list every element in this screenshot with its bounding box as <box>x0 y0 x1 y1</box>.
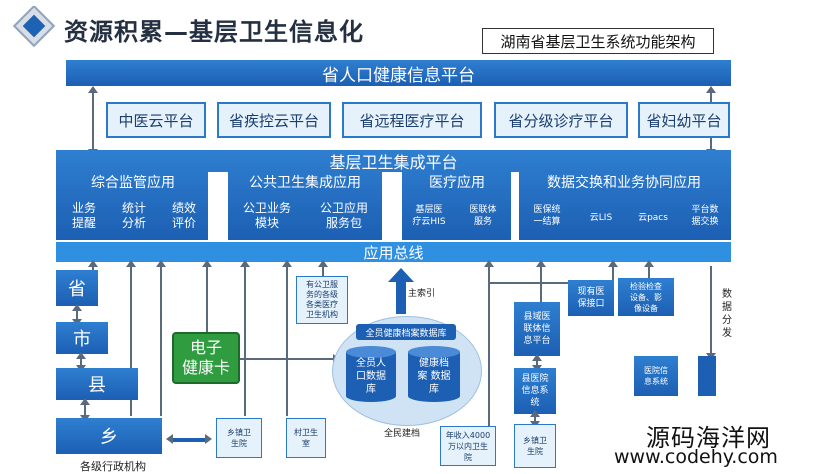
app-group-public-health: 公共卫生集成应用 <box>249 175 361 191</box>
admin-level-township: 乡 <box>56 418 162 454</box>
arrow <box>536 260 546 302</box>
arrow <box>484 260 494 426</box>
app-item-cloud-lis: 云LIS <box>589 212 613 223</box>
arrow <box>72 304 82 326</box>
arrow <box>532 354 542 372</box>
db-right-label: 健康档 案 数据 库 <box>417 357 451 395</box>
arrow <box>240 354 340 364</box>
income-hospital: 年收入4000 万以内卫生 院 <box>440 426 496 466</box>
e-health-card: 电子 健康卡 <box>172 332 240 384</box>
page-title: 资源积累—基层卫生信息化 <box>64 18 364 46</box>
app-item-insurance: 医保统 一结算 <box>533 205 561 227</box>
app-item-cloud-pacs: 云pacs <box>638 212 668 223</box>
cloud-platform-cdc: 省疾控云平台 <box>217 102 331 138</box>
hospital-info-system: 医院信 息系统 <box>634 356 678 396</box>
village-clinic: 村卫生 室 <box>286 418 326 458</box>
arrow <box>318 260 328 276</box>
public-health-institutions: 有公卫服 务的各级 各类医疗 卫生机构 <box>296 276 348 324</box>
arrow <box>240 260 250 416</box>
arrow <box>126 260 136 416</box>
insurance-port: 现有医 保接口 <box>568 280 614 316</box>
county-alliance-platform: 县域医 联体信 息平台 <box>514 302 560 356</box>
arrow <box>76 352 86 372</box>
arrow <box>156 260 166 416</box>
county-hospital-system: 县医院 信息系 统 <box>514 368 556 414</box>
arrow <box>608 260 618 278</box>
data-distribution-label: 数 据 分 发 <box>722 289 732 339</box>
separator <box>382 172 402 240</box>
admin-level-city: 市 <box>56 322 108 354</box>
admin-level-province: 省 <box>56 270 98 306</box>
app-item-ph-package: 公卫应用 服务包 <box>319 201 368 230</box>
lab-imaging-devices: 检验检查 设备、影 像设备 <box>618 278 674 316</box>
provincial-platform: 省人口健康信息平台 <box>66 60 731 86</box>
app-item-ph-module: 公卫业务 模块 <box>242 201 291 230</box>
archive-db-title: 全员健康档案数据库 <box>356 324 456 340</box>
connector <box>612 278 614 280</box>
cloud-platform-tiered: 省分级诊疗平台 <box>494 102 628 138</box>
separator <box>511 172 519 240</box>
arrow <box>80 398 90 422</box>
arrow <box>706 266 716 360</box>
app-item-data-exchange: 平台数 据交换 <box>691 205 719 227</box>
connector <box>488 282 568 284</box>
arrow <box>88 86 98 156</box>
right-edge-block <box>698 356 716 396</box>
app-group-data-exchange: 数据交换和业务协同应用 <box>547 175 701 191</box>
integration-platform-label: 基层卫生集成平台 <box>329 153 458 172</box>
arrow <box>282 260 292 416</box>
subtitle-box: 湖南省基层卫生系统功能架构 <box>482 28 714 54</box>
separator <box>208 172 228 240</box>
db-cylinder-left <box>346 346 396 402</box>
app-item-cloud-his: 基层医 疗云HIS <box>412 205 446 227</box>
watermark-url: www.codehy.com <box>614 446 778 468</box>
logo-icon <box>8 4 60 50</box>
watermark-cn: 源码海洋网 <box>646 424 771 452</box>
app-group-medical: 医疗应用 <box>429 175 485 191</box>
arrow <box>644 260 654 278</box>
township-hospital-1: 乡镇卫 生院 <box>216 418 262 458</box>
township-hospital-2: 乡镇卫 生院 <box>514 424 556 468</box>
arrow <box>530 410 540 428</box>
app-item-statistics: 统计 分析 <box>121 201 146 230</box>
application-bus: 应用总线 <box>56 242 731 262</box>
index-label: 主索引 <box>408 289 436 299</box>
arrow <box>166 434 212 444</box>
app-group-supervision: 综合监管应用 <box>91 175 175 191</box>
all-people-label: 全民建档 <box>384 429 421 439</box>
app-item-performance: 绩效 评价 <box>171 201 196 230</box>
cloud-platform-maternal: 省妇幼平台 <box>638 102 730 138</box>
cloud-platform-tcm: 中医云平台 <box>106 102 206 138</box>
db-cylinder-right <box>408 346 460 402</box>
admin-level-county: 县 <box>56 368 138 400</box>
index-arrow-icon <box>388 268 414 314</box>
admin-caption: 各级行政机构 <box>80 460 146 473</box>
app-item-reminder: 业务 提醒 <box>71 201 96 230</box>
db-left-label: 全员人 口数据 库 <box>356 357 386 395</box>
app-item-alliance: 医联体 服务 <box>469 205 497 227</box>
cloud-platform-remote: 省远程医疗平台 <box>342 102 482 138</box>
arrow <box>202 260 212 332</box>
